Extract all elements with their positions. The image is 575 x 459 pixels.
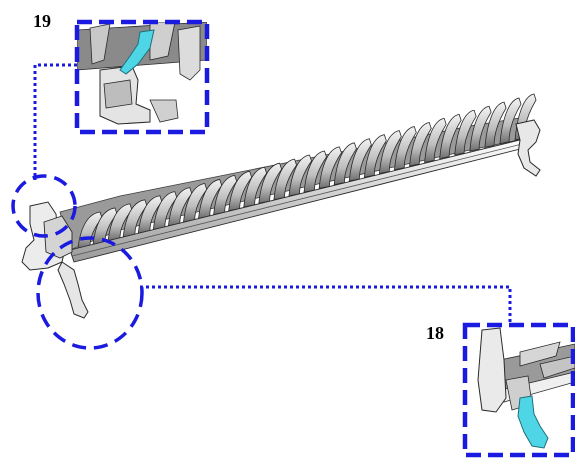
guide-fin <box>469 105 492 152</box>
inset-19 <box>74 19 210 135</box>
paper-guide-assembly <box>21 93 541 319</box>
callout-label-19: 19 <box>33 11 51 31</box>
callout-circles <box>11 174 144 350</box>
rail-edge-line <box>71 141 531 257</box>
guide-fin <box>454 109 477 156</box>
guide-fin <box>393 126 417 171</box>
guide-fin <box>378 130 402 175</box>
leader-line-19 <box>33 63 77 180</box>
leader-lines <box>33 63 512 323</box>
right-end-bracket <box>515 119 541 177</box>
guide-fin <box>318 146 342 189</box>
inset-18-frame <box>462 322 575 458</box>
guide-fins <box>77 93 537 249</box>
guide-fin <box>273 158 297 201</box>
callout-label-18: 18 <box>426 323 444 343</box>
guide-fin <box>363 134 387 178</box>
guide-fin <box>258 162 283 204</box>
guide-fin <box>348 138 372 182</box>
callout-circle-19 <box>11 174 77 238</box>
inset-18 <box>462 322 575 458</box>
guide-fin <box>424 117 447 163</box>
guide-fin <box>333 142 357 186</box>
guide-fin <box>484 101 507 148</box>
guide-fin <box>439 113 462 160</box>
guide-fin <box>303 150 327 193</box>
inset-19-frame <box>74 19 210 135</box>
highlight-clip-18 <box>517 395 549 449</box>
guide-fin <box>409 122 432 167</box>
leader-line-18 <box>140 285 512 323</box>
highlight-latch-19 <box>119 29 155 75</box>
guide-fin <box>288 154 312 197</box>
left-lower-arm <box>57 261 89 319</box>
guide-fin <box>499 97 522 145</box>
callout-circle-18 <box>36 236 144 350</box>
